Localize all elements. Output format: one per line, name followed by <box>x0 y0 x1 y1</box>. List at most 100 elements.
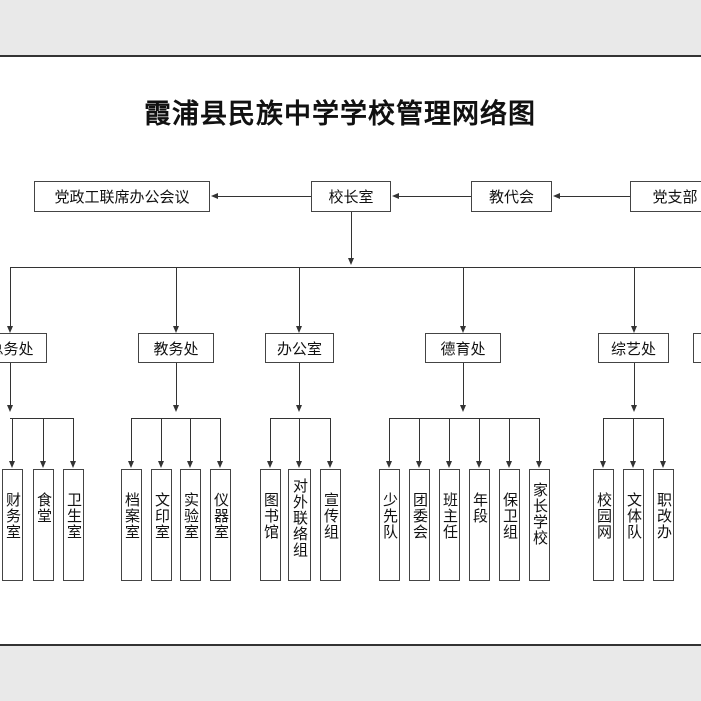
arrowhead-icon <box>128 461 134 468</box>
arrowhead-icon <box>296 461 302 468</box>
diagram-title: 霞浦县民族中学学校管理网络图 <box>144 99 536 130</box>
unit-box: 年段 <box>469 469 490 581</box>
unit-box: 卫生室 <box>63 469 84 581</box>
arrowhead-icon <box>348 258 354 265</box>
arrowhead-icon <box>327 461 333 468</box>
congress-box: 教代会 <box>471 181 552 212</box>
drop-line <box>463 267 464 327</box>
arrowhead-icon <box>553 193 560 199</box>
unit-bus-line <box>131 418 220 419</box>
arrowhead-icon <box>631 326 637 333</box>
meeting-box: 党政工联席办公会议 <box>34 181 210 212</box>
principal-to-meeting-line <box>218 196 311 197</box>
arrowhead-icon <box>476 461 482 468</box>
arrowhead-icon <box>7 326 13 333</box>
arrowhead-icon <box>600 461 606 468</box>
department-box-arts: 综艺处 <box>598 333 669 363</box>
arrowhead-icon <box>211 193 218 199</box>
unit-box: 档案室 <box>121 469 142 581</box>
unit-drop-line <box>449 418 450 462</box>
unit-box: 文印室 <box>151 469 172 581</box>
drop-line <box>299 267 300 327</box>
arrowhead-icon <box>631 405 637 412</box>
unit-box: 家长学校 <box>529 469 550 581</box>
unit-box: 实验室 <box>180 469 201 581</box>
unit-bus-line <box>270 418 331 419</box>
unit-drop-line <box>73 418 74 462</box>
unit-drop-line <box>131 418 132 462</box>
drop-line <box>176 267 177 327</box>
unit-drop-line <box>419 418 420 462</box>
unit-box: 对外联络组 <box>288 469 311 581</box>
arrowhead-icon <box>40 461 46 468</box>
arrowhead-icon <box>660 461 666 468</box>
unit-box: 图书馆 <box>260 469 281 581</box>
department-stem-line <box>299 363 300 406</box>
arrowhead-icon <box>70 461 76 468</box>
unit-drop-line <box>663 418 664 462</box>
arrowhead-icon <box>173 326 179 333</box>
unit-drop-line <box>270 418 271 462</box>
department-box-cutoff <box>693 333 701 363</box>
unit-drop-line <box>12 418 13 462</box>
unit-drop-line <box>190 418 191 462</box>
arrowhead-icon <box>446 461 452 468</box>
unit-drop-line <box>161 418 162 462</box>
unit-drop-line <box>299 418 300 462</box>
arrowhead-icon <box>7 405 13 412</box>
arrowhead-icon <box>217 461 223 468</box>
arrowhead-icon <box>386 461 392 468</box>
arrowhead-icon <box>187 461 193 468</box>
department-box-moral: 德育处 <box>425 333 501 363</box>
department-stem-line <box>634 363 635 406</box>
arrowhead-icon <box>267 461 273 468</box>
department-bus-line <box>10 267 701 268</box>
unit-box: 校园网 <box>593 469 614 581</box>
department-box-office: 办公室 <box>265 333 334 363</box>
principal-box: 校长室 <box>311 181 391 212</box>
unit-box: 保卫组 <box>499 469 520 581</box>
congress-to-principal-line <box>399 196 471 197</box>
unit-drop-line <box>220 418 221 462</box>
arrowhead-icon <box>296 326 302 333</box>
unit-drop-line <box>539 418 540 462</box>
unit-drop-line <box>389 418 390 462</box>
unit-box: 仪器室 <box>210 469 231 581</box>
department-stem-line <box>463 363 464 406</box>
unit-box: 职改办 <box>653 469 674 581</box>
principal-trunk-line <box>351 212 352 259</box>
unit-drop-line <box>43 418 44 462</box>
department-box-academic: 教务处 <box>138 333 214 363</box>
arrowhead-icon <box>392 193 399 199</box>
drop-line <box>634 267 635 327</box>
party-to-congress-line <box>560 196 630 197</box>
unit-box: 班主任 <box>439 469 460 581</box>
drop-line <box>10 267 11 327</box>
unit-box: 宣传组 <box>320 469 341 581</box>
unit-drop-line <box>603 418 604 462</box>
unit-box: 少先队 <box>379 469 400 581</box>
department-stem-line <box>10 363 11 406</box>
arrowhead-icon <box>630 461 636 468</box>
unit-drop-line <box>330 418 331 462</box>
diagram-sheet <box>0 55 701 646</box>
unit-bus-line <box>10 418 74 419</box>
unit-box: 食堂 <box>33 469 54 581</box>
arrowhead-icon <box>296 405 302 412</box>
unit-drop-line <box>479 418 480 462</box>
arrowhead-icon <box>9 461 15 468</box>
department-stem-line <box>176 363 177 406</box>
department-box-general: 总务处 <box>0 333 47 363</box>
arrowhead-icon <box>506 461 512 468</box>
unit-drop-line <box>633 418 634 462</box>
unit-box: 财务室 <box>2 469 23 581</box>
arrowhead-icon <box>460 326 466 333</box>
arrowhead-icon <box>416 461 422 468</box>
arrowhead-icon <box>460 405 466 412</box>
arrowhead-icon <box>536 461 542 468</box>
unit-bus-line <box>389 418 539 419</box>
arrowhead-icon <box>158 461 164 468</box>
unit-drop-line <box>509 418 510 462</box>
party-box: 党支部 <box>630 181 701 212</box>
unit-box: 文体队 <box>623 469 644 581</box>
